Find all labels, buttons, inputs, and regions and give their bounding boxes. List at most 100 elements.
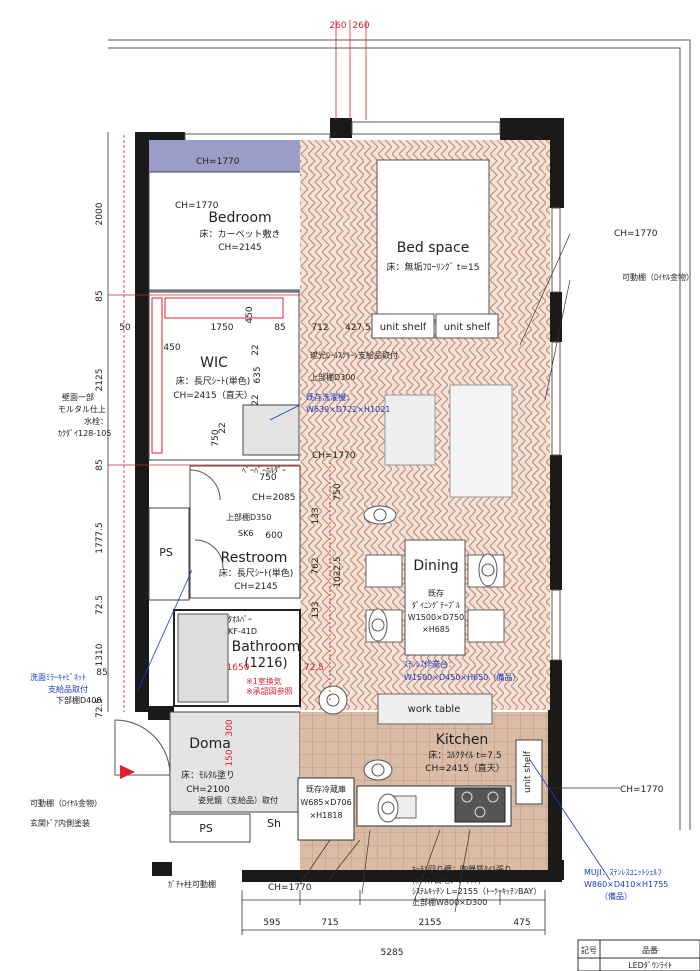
kitchen-wall-note-2: (ﾎﾜｲﾄ/目地：ﾌﾞﾗｯｸ): [412, 875, 481, 885]
svg-text:133: 133: [311, 601, 321, 618]
shelf-d350-note: 上部棚D350: [226, 512, 271, 522]
svg-text:85: 85: [274, 323, 285, 333]
fridge-label-3: ×H1818: [309, 811, 342, 820]
svg-text:600: 600: [265, 531, 282, 541]
svg-text:595: 595: [263, 918, 280, 928]
svg-text:750: 750: [333, 483, 343, 500]
ch-1770-right: CH=1770: [614, 229, 658, 239]
kf-note: KF-41D: [228, 627, 257, 636]
laundry-area: [242, 404, 300, 456]
sk6-note: SK6: [238, 529, 253, 538]
svg-text:72.5: 72.5: [95, 698, 105, 718]
kitchen-wall-note-1: ｷｯﾁﾝ回り壁：陶器質ﾀｲﾙ張り: [412, 864, 512, 874]
muji-note-1: MUJI：ｽﾃﾝﾚｽﾕﾆｯﾄｼｪﾙﾌ: [584, 868, 661, 877]
upper-shelf-note: 上部棚W800×D300: [412, 897, 487, 907]
faucet-note-2: ｶｸﾀﾞｲ128-105: [58, 429, 111, 438]
ch-1770-kitchen: CH=1770: [620, 785, 664, 795]
entrance-door-note: 玄関ﾄﾞｱ内側塗装: [30, 818, 90, 828]
bedroom-label: Bedroom: [208, 210, 271, 226]
svg-text:5285: 5285: [381, 948, 404, 958]
svg-text:22: 22: [218, 422, 228, 433]
towel-bar-note: ﾀｵﾙﾊﾞｰ: [228, 615, 252, 624]
restroom-ch: CH=2145: [234, 582, 278, 592]
roll-screen-note: 遮光ﾛｰﾙｽｸﾘｰﾝ支給品取付: [310, 350, 398, 360]
svg-text:2125: 2125: [95, 369, 105, 392]
ch-1770-label: CH=1770: [175, 201, 219, 211]
svg-text:22: 22: [251, 394, 261, 405]
doma-floor: 床：ﾓﾙﾀﾙ塗り: [181, 769, 235, 781]
coffee-table: [384, 394, 436, 466]
shelf-d300-note: 上部棚D300: [310, 372, 355, 382]
bathroom-note-ventilation: ※1室換気: [246, 676, 282, 686]
table-header-code: 記号: [581, 945, 597, 955]
movable-shelf-note-doma: 可動棚（ﾛｲﾔﾙ金物）: [30, 798, 102, 808]
mirror-cabinet-note-1: 洗面ﾐﾗｰｷｬﾋﾞﾈｯﾄ: [30, 672, 86, 682]
bedroom-ch: CH=2145: [218, 243, 262, 253]
bed-space-label: Bed space: [397, 240, 470, 256]
ch-2085: CH=2085: [252, 493, 296, 503]
svg-text:1750: 1750: [211, 323, 234, 333]
movable-shelf-note-right: 可動棚（ﾛｲﾔﾙ金物）: [622, 272, 694, 282]
doma-label: Doma: [189, 736, 231, 752]
svg-text:635: 635: [253, 366, 263, 383]
doma-ch: CH=2100: [186, 785, 230, 795]
ch-1770-living: CH=1770: [312, 451, 356, 461]
svg-text:750: 750: [211, 429, 221, 446]
svg-text:72.5: 72.5: [304, 663, 324, 673]
svg-text:1777.5: 1777.5: [95, 522, 105, 554]
fridge-label-2: W685×D706: [300, 798, 351, 807]
bedroom-ch-small: CH=1770: [196, 157, 240, 167]
entrance-arrow-icon: [120, 765, 135, 779]
item-table: [577, 939, 700, 971]
washer-label: 既存洗濯機：: [306, 392, 354, 402]
svg-text:1650: 1650: [227, 663, 250, 673]
unit-shelf-2: [435, 313, 499, 339]
svg-text:475: 475: [513, 918, 530, 928]
bed: [148, 171, 302, 291]
bathroom-label: Bathroom: [232, 639, 301, 655]
ch-1770-bottom: CH=1770: [268, 883, 312, 893]
svg-text:427.5: 427.5: [345, 323, 371, 333]
svg-text:150: 150: [225, 749, 235, 766]
dining-table-3: W1500×D750: [408, 613, 464, 622]
kitchen-ch: CH=2415（直天）: [425, 762, 505, 774]
dimension-labels: 260 260 2000 85 2125 85 1777.5 72.5 1310…: [95, 21, 531, 958]
bed-space-floor: 床：無垢ﾌﾛｰﾘﾝｸﾞ t=15: [387, 261, 480, 273]
wic-floor: 床：長尺ｼｰﾄ(単色): [176, 375, 251, 387]
restroom-floor: 床：長尺ｼｰﾄ(単色): [219, 567, 294, 579]
svg-text:712: 712: [311, 323, 328, 333]
balcony-outline: [108, 39, 691, 830]
paper-holder-note: ﾍﾟｰﾊﾟｰﾎﾙﾀﾞｰ: [242, 466, 286, 475]
doors: [114, 469, 224, 776]
washer-dim: W639×D722×H1021: [306, 405, 390, 414]
svg-text:300: 300: [225, 719, 235, 736]
unit-shelf-1: [371, 313, 435, 339]
faucet-note-1: 水栓：: [84, 416, 108, 426]
ps-label-2: PS: [199, 822, 213, 835]
wic-label: WIC: [200, 355, 228, 371]
svg-text:133: 133: [311, 507, 321, 524]
shelf-d400-note: 下部棚D400: [56, 695, 101, 705]
svg-text:450: 450: [163, 343, 180, 353]
steel-table-note-1: ｽﾃﾝﾚｽ作業台：: [404, 659, 456, 669]
wic-ch: CH=2415（直天）: [173, 389, 253, 401]
doma-mirror-note: 姿見鏡（支給品）取付: [198, 795, 278, 805]
work-table-label: work table: [408, 704, 461, 715]
svg-text:715: 715: [321, 918, 338, 928]
svg-text:85: 85: [95, 459, 105, 470]
wall-mortar-note-1: 壁面一部: [62, 392, 94, 402]
person-figures: [318, 505, 498, 823]
dining-table-4: ×H685: [422, 625, 450, 634]
unit-shelf-label-2: unit shelf: [444, 322, 491, 333]
kitchen-label: Kitchen: [436, 732, 489, 748]
bed-space-bed: [376, 159, 490, 321]
sofa: [449, 384, 513, 498]
dimension-lines-red: [108, 20, 367, 712]
svg-text:2155: 2155: [419, 918, 442, 928]
fridge-label-1: 既存冷蔵庫: [306, 784, 346, 794]
svg-text:85: 85: [95, 290, 105, 301]
wall-mortar-note-2: モルタル仕上: [58, 404, 106, 414]
dining-label: Dining: [413, 558, 458, 574]
svg-text:750: 750: [259, 473, 276, 483]
restroom-room: [189, 465, 301, 599]
